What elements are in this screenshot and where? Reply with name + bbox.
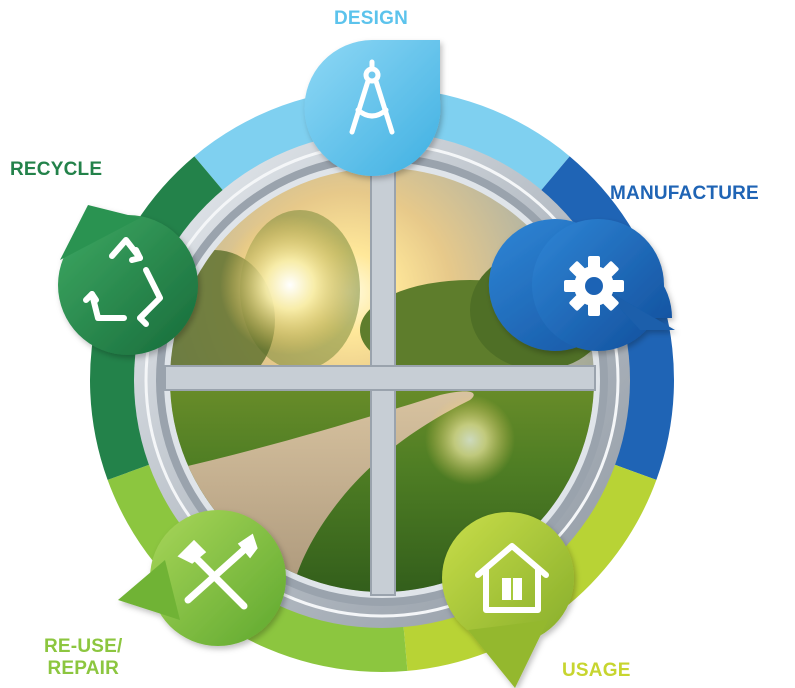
compass-icon bbox=[349, 59, 395, 135]
reuse-label-line1: RE-USE/ bbox=[44, 636, 123, 657]
recycle-badge bbox=[58, 205, 198, 355]
house-icon bbox=[475, 543, 549, 613]
recycle-label-text: RECYCLE bbox=[10, 159, 103, 180]
manufacture-label-text: MANUFACTURE bbox=[610, 183, 759, 204]
tools-icon bbox=[177, 533, 258, 610]
window-mullion-horizontal bbox=[164, 365, 596, 391]
reuse-repair-badge bbox=[118, 510, 286, 646]
reuse-label-line2: REPAIR bbox=[47, 658, 120, 679]
design-badge bbox=[304, 40, 441, 176]
usage-label-text: USAGE bbox=[562, 660, 631, 681]
manufacture-label: MANUFACTURE bbox=[610, 183, 759, 205]
reuse-repair-label: RE-USE/ REPAIR bbox=[44, 636, 122, 680]
ring-segment-recycle bbox=[89, 156, 224, 480]
design-label: DESIGN bbox=[334, 8, 408, 30]
manufacture-badge bbox=[488, 219, 675, 351]
recycle-label: RECYCLE bbox=[10, 159, 102, 181]
recycle-icon bbox=[83, 237, 163, 327]
usage-label: USAGE bbox=[562, 660, 631, 682]
ring-segment-manufacture bbox=[540, 156, 674, 480]
design-label-text: DESIGN bbox=[334, 8, 409, 29]
gear-icon bbox=[564, 256, 624, 316]
usage-badge bbox=[442, 512, 574, 688]
ring-segment-design bbox=[194, 87, 570, 192]
